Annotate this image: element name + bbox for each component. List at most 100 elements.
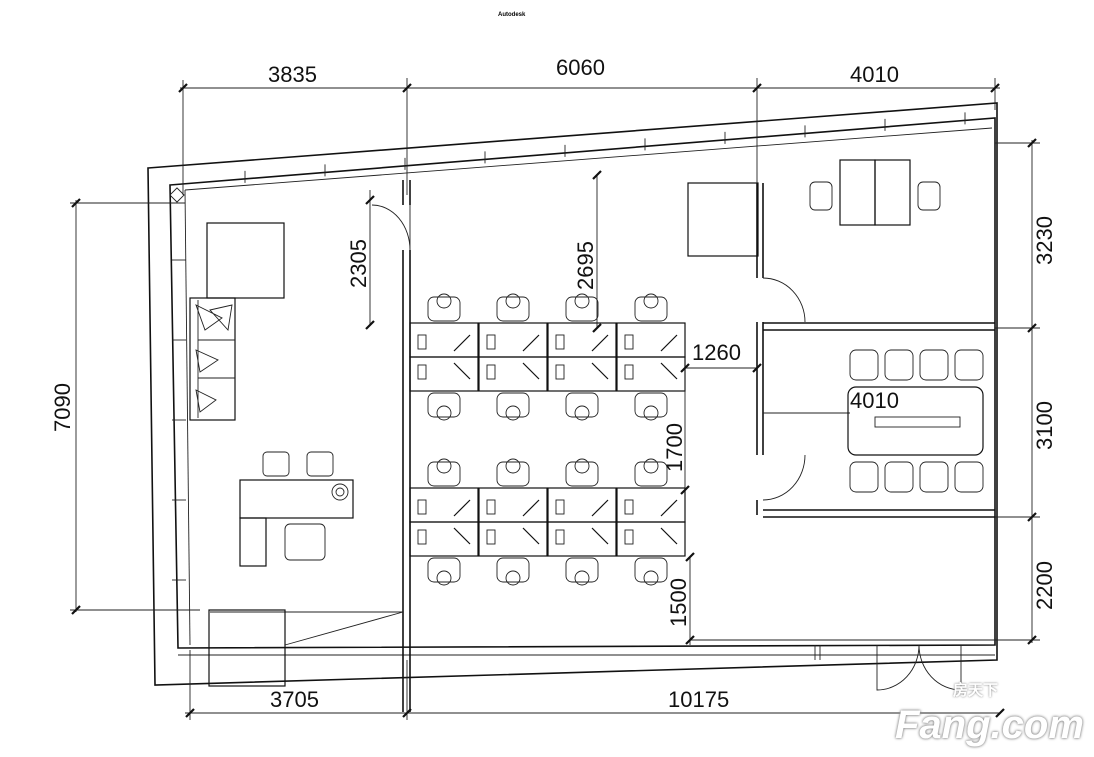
office-chair	[565, 557, 599, 586]
office-chair	[496, 458, 530, 487]
workstations	[409, 293, 686, 586]
sofa	[189, 297, 236, 421]
workstation-desk	[409, 322, 479, 358]
workstation-desk	[616, 487, 686, 523]
person-head	[436, 293, 452, 309]
meeting-chair	[954, 349, 984, 381]
meeting-chair	[954, 461, 984, 493]
phone-icon	[624, 364, 634, 380]
chair-seat	[634, 461, 668, 487]
chair-seat	[496, 296, 530, 322]
person-head	[436, 570, 452, 586]
desk-top	[409, 322, 479, 358]
office-chair	[565, 458, 599, 487]
desk-top	[547, 487, 617, 523]
workstation-desk	[547, 487, 617, 523]
phone-icon	[555, 334, 565, 350]
dimension-tick	[185, 708, 195, 718]
phone-icon	[486, 499, 496, 515]
dimension-tick	[402, 708, 412, 718]
cabinet	[208, 609, 286, 687]
phone-icon	[555, 529, 565, 545]
dimension-tick	[990, 83, 1000, 93]
desk-top	[547, 322, 617, 358]
monitor-icon	[591, 499, 609, 517]
dim-top-middle: 6060	[556, 55, 605, 80]
desk-top	[547, 356, 617, 392]
chair-seat	[496, 461, 530, 487]
monitor-icon	[591, 527, 609, 545]
dimension-tick	[1027, 323, 1037, 333]
cabinet	[206, 222, 285, 299]
office-chair	[496, 293, 530, 322]
meeting-chair	[884, 349, 914, 381]
person-head	[574, 293, 590, 309]
desk-top	[616, 356, 686, 392]
desk-top	[478, 356, 548, 392]
monitor-icon	[522, 499, 540, 517]
dimension-tick	[71, 198, 81, 208]
person-head	[574, 458, 590, 474]
dim-top-right: 4010	[850, 62, 899, 87]
exec-desk	[839, 159, 876, 226]
person-head	[505, 293, 521, 309]
office-chair	[634, 458, 668, 487]
monitor-icon	[660, 362, 678, 380]
dim-right-middle: 3100	[1032, 401, 1057, 450]
dimension-tick	[592, 323, 602, 333]
desk-top	[616, 521, 686, 557]
dim-left: 7090	[50, 383, 75, 432]
drawing-title: Autodesk	[498, 12, 526, 18]
dim-top-left: 3835	[268, 62, 317, 87]
person-head	[574, 405, 590, 421]
phone-icon	[417, 499, 427, 515]
desk-top	[547, 521, 617, 557]
dimension-tick	[680, 363, 690, 373]
monitor-icon	[453, 362, 471, 380]
entrance-door	[876, 644, 962, 691]
monitor-icon	[522, 527, 540, 545]
monitor-icon	[453, 334, 471, 352]
workstation-desk	[478, 356, 548, 392]
office-chair	[917, 181, 941, 211]
chair-seat	[496, 392, 530, 418]
dim-bottom-right: 10175	[668, 687, 729, 712]
phone-icon	[624, 529, 634, 545]
workstation-desk	[547, 322, 617, 358]
dimension-tick	[680, 485, 690, 495]
office-chair	[634, 293, 668, 322]
desk-top	[616, 487, 686, 523]
office-chair	[427, 458, 461, 487]
chair-seat	[565, 557, 599, 583]
phone-icon	[486, 529, 496, 545]
office-chair	[634, 392, 668, 421]
chair-seat	[496, 557, 530, 583]
workstation-desk	[616, 521, 686, 557]
person-head	[643, 293, 659, 309]
office-chair	[427, 293, 461, 322]
window-mullions	[172, 112, 966, 581]
dimension-tick	[752, 83, 762, 93]
monitor-icon	[660, 334, 678, 352]
dimension-tick	[685, 635, 695, 645]
workstation-desk	[409, 487, 479, 523]
office-chair	[496, 557, 530, 586]
phone-icon	[486, 334, 496, 350]
workstation-desk	[616, 322, 686, 358]
dimension-tick	[365, 195, 375, 205]
office-chair	[427, 392, 461, 421]
office-chair	[565, 293, 599, 322]
meeting-chair	[849, 461, 879, 493]
phone-icon	[417, 334, 427, 350]
monitor-icon	[591, 362, 609, 380]
chair-seat	[565, 461, 599, 487]
desk-top	[616, 322, 686, 358]
chair-seat	[565, 392, 599, 418]
meeting-chair	[919, 349, 949, 381]
chair-seat	[565, 296, 599, 322]
monitor-icon	[453, 499, 471, 517]
monitor-icon	[591, 334, 609, 352]
meeting-chair	[849, 349, 879, 381]
office-chair	[427, 557, 461, 586]
